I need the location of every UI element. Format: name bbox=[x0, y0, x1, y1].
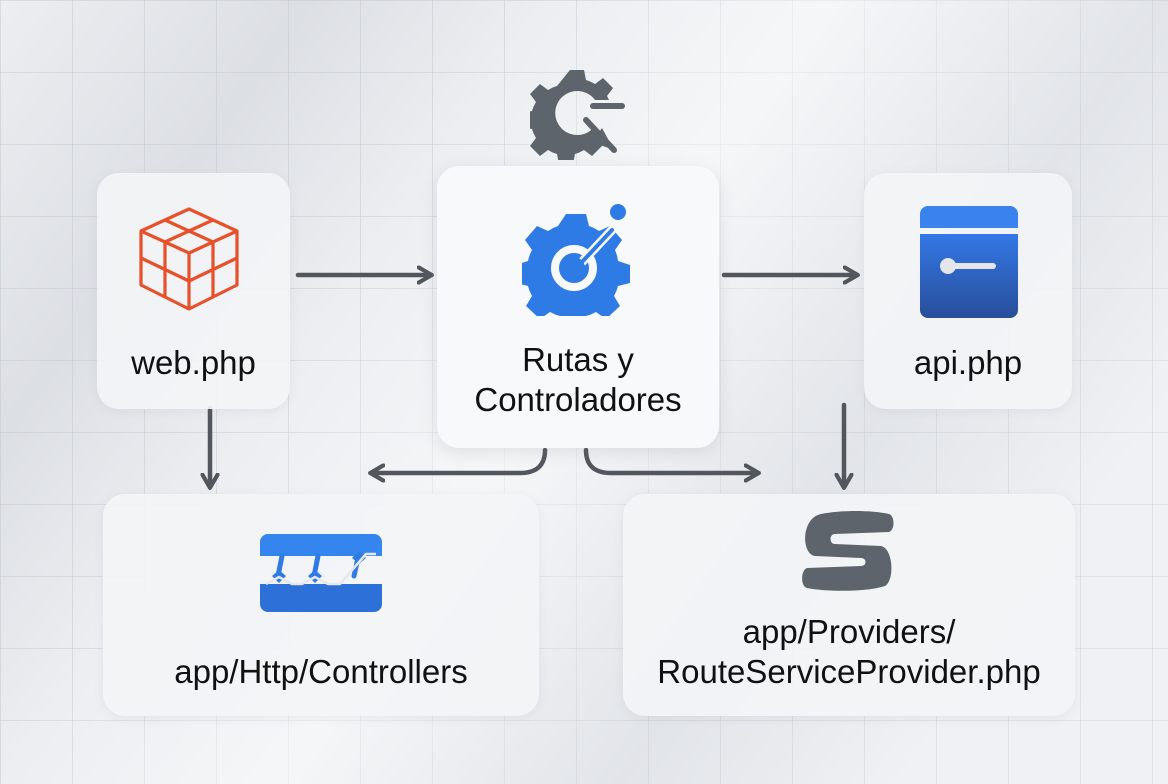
node-api-php[interactable]: api.php bbox=[864, 173, 1072, 409]
wireframe-cube-icon bbox=[137, 203, 241, 320]
node-rutas-controladores[interactable]: Rutas y Controladores bbox=[437, 166, 719, 448]
node-web-php[interactable]: web.php bbox=[97, 173, 290, 409]
node-label-line1: app/Providers/ bbox=[742, 613, 956, 650]
edge-routes-to-controllers bbox=[372, 447, 548, 473]
edge-routes-to-provider bbox=[583, 447, 757, 473]
gear-route-icon bbox=[522, 66, 628, 164]
node-label: api.php bbox=[913, 344, 1023, 381]
node-label-line2: Controladores bbox=[474, 381, 682, 419]
node-label: app/Http/Controllers bbox=[174, 653, 468, 690]
s-shape-icon bbox=[801, 510, 895, 597]
circuit-bridge-icon bbox=[260, 534, 382, 617]
node-label-line2: RouteServiceProvider.php bbox=[657, 653, 1041, 691]
node-route-service-provider[interactable]: app/Providers/ RouteServiceProvider.php bbox=[623, 494, 1075, 716]
gear-link-icon bbox=[516, 204, 634, 328]
node-label: web.php bbox=[131, 344, 256, 381]
key-panel-icon bbox=[920, 206, 1018, 323]
node-label-line1: Rutas y bbox=[522, 341, 634, 378]
node-http-controllers[interactable]: app/Http/Controllers bbox=[103, 494, 539, 716]
